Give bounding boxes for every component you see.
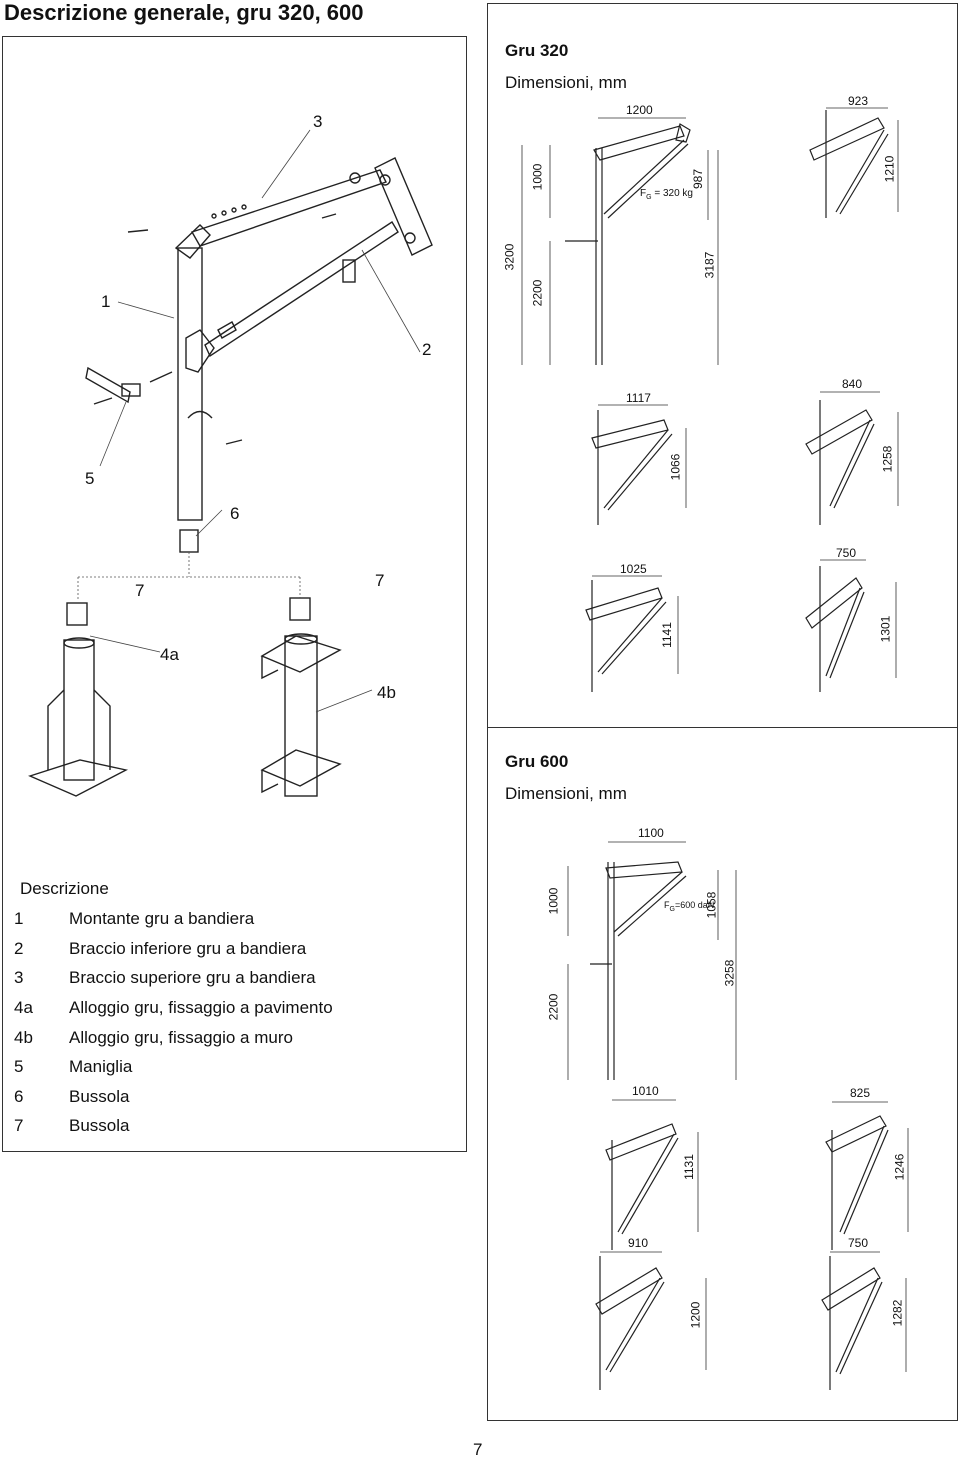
dim-3200: 3200 xyxy=(502,243,517,271)
dim-1210: 1210 xyxy=(882,155,897,183)
gru320-title: Gru 320 xyxy=(505,41,569,60)
dim-1200: 1200 xyxy=(626,103,653,117)
dim-1141: 1141 xyxy=(659,622,674,648)
gru600-title: Gru 600 xyxy=(505,752,569,771)
dim-1131: 1131 xyxy=(681,1154,696,1180)
exploded-view-panel xyxy=(2,36,467,1152)
dim-840: 840 xyxy=(842,377,863,391)
load-label-600: FG=600 daN xyxy=(664,900,715,913)
section-divider xyxy=(487,727,958,728)
callout-5: 5 xyxy=(85,469,95,488)
dim-3258: 3258 xyxy=(722,959,737,987)
dim-1282: 1282 xyxy=(890,1299,905,1327)
callout-7-right: 7 xyxy=(375,571,385,590)
dim-2200: 2200 xyxy=(530,279,545,307)
page-title: Descrizione generale, gru 320, 600 xyxy=(4,0,364,25)
dim-1258: 1258 xyxy=(880,445,895,473)
dimensions-panel xyxy=(487,3,958,1421)
callout-3: 3 xyxy=(313,112,323,131)
dim-1246: 1246 xyxy=(892,1153,907,1181)
load-label-320: FG = 320 kg xyxy=(640,188,693,201)
page-number: 7 xyxy=(473,1440,483,1459)
dim-1010: 1010 xyxy=(632,1084,659,1098)
description-heading: Descrizione xyxy=(20,879,109,898)
gru600-subtitle: Dimensioni, mm xyxy=(505,784,627,803)
dim-600-1000: 1000 xyxy=(546,887,561,915)
dim-1000: 1000 xyxy=(530,163,545,191)
callout-4a: 4a xyxy=(160,645,179,664)
callout-6: 6 xyxy=(230,504,240,523)
gru320-subtitle: Dimensioni, mm xyxy=(505,73,627,92)
callout-2: 2 xyxy=(422,340,432,359)
dim-1117: 1117 xyxy=(626,391,651,405)
dim-3187: 3187 xyxy=(702,251,717,279)
dim-600-2200: 2200 xyxy=(546,993,561,1021)
callout-1: 1 xyxy=(101,292,111,311)
dim-600-1200: 1200 xyxy=(688,1301,703,1329)
dim-1100: 1100 xyxy=(638,826,664,840)
dim-923: 923 xyxy=(848,94,869,108)
dim-750: 750 xyxy=(836,546,857,560)
dim-1025: 1025 xyxy=(620,562,647,576)
dim-1301: 1301 xyxy=(878,615,893,643)
dim-910: 910 xyxy=(628,1236,649,1250)
dim-987: 987 xyxy=(691,168,706,190)
dim-825: 825 xyxy=(850,1086,871,1100)
callout-7-left: 7 xyxy=(135,581,145,600)
dim-1066: 1066 xyxy=(668,453,683,481)
dim-750b: 750 xyxy=(848,1236,869,1250)
callout-4b: 4b xyxy=(377,683,396,702)
